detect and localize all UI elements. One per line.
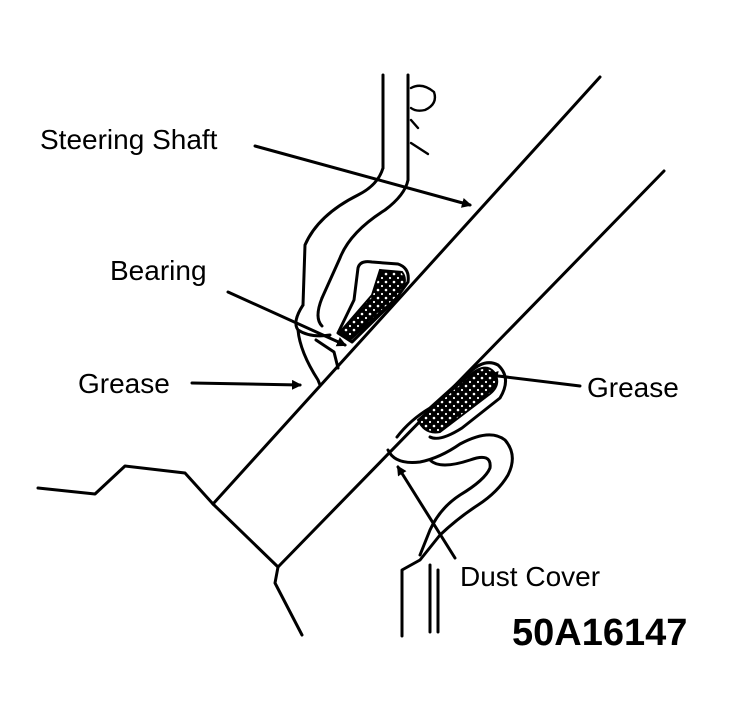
label-dust-cover: Dust Cover xyxy=(460,561,600,592)
label-grease-right: Grease xyxy=(587,372,679,403)
label-grease-left: Grease xyxy=(78,368,170,399)
arrow-grease-right xyxy=(488,371,582,388)
arrow-grease-left xyxy=(190,379,302,390)
arrow-dust-cover xyxy=(396,465,457,560)
bearing xyxy=(294,260,410,387)
figure-code: 50A16147 xyxy=(512,612,687,654)
label-steering-shaft: Steering Shaft xyxy=(40,124,218,155)
label-bearing: Bearing xyxy=(110,255,207,286)
steering-shaft xyxy=(211,75,666,569)
arrow-steering-shaft xyxy=(253,144,472,208)
arrow-bearing xyxy=(226,290,347,347)
leader-arrows xyxy=(190,144,582,560)
dust-cover xyxy=(386,361,514,638)
lower-housing-outline xyxy=(36,464,304,637)
